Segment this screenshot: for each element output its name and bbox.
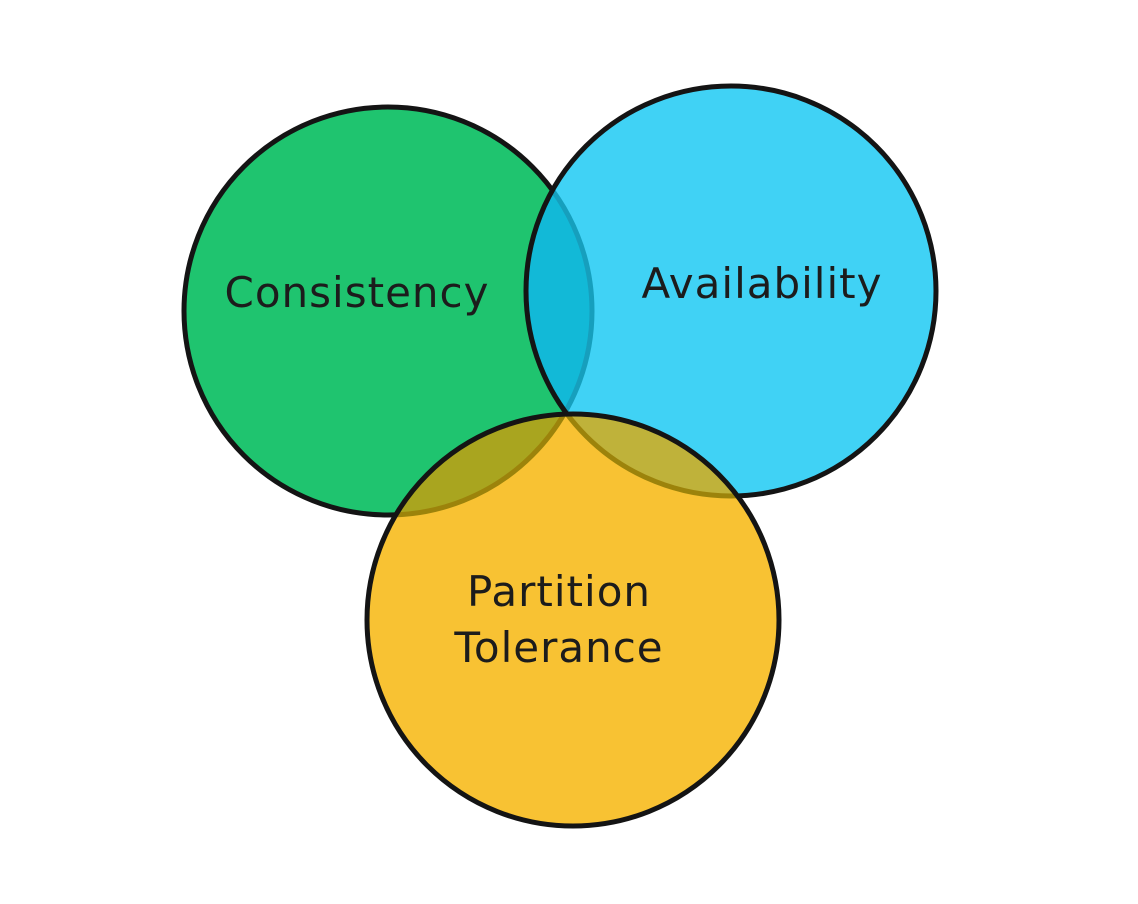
availability-edge-under-partition	[523, 414, 779, 499]
consistency-label: Consistency	[224, 268, 490, 318]
availability-circle	[526, 86, 936, 496]
partition-tolerance-circle	[367, 414, 779, 826]
partition-label-line1: Partition	[466, 567, 652, 617]
availability-label: Availability	[641, 259, 883, 309]
partition-tolerance-circle-outline	[364, 411, 782, 829]
partition-label-line2: Tolerance	[454, 623, 664, 672]
consistency-edge-under-availability	[526, 104, 595, 496]
partition-tolerance-label: Partition Tolerance	[454, 564, 663, 676]
